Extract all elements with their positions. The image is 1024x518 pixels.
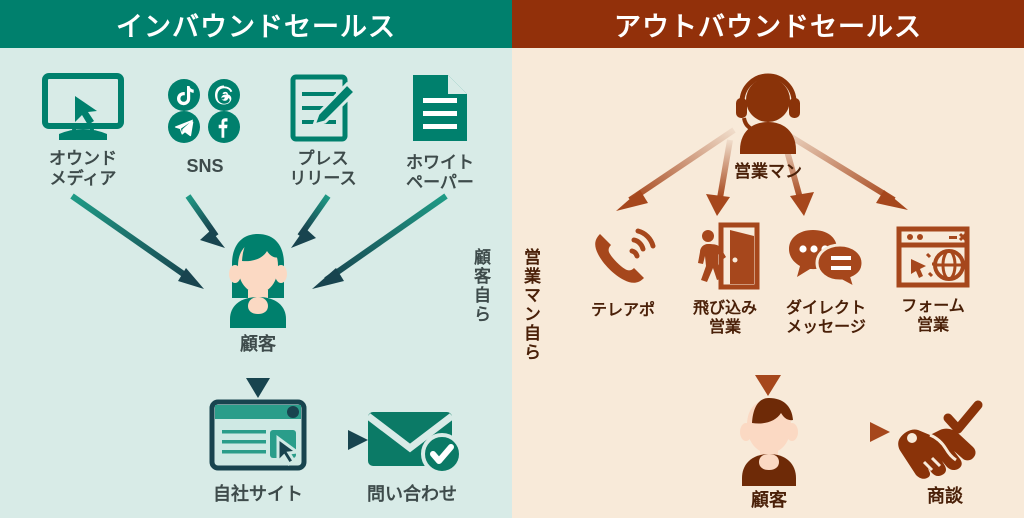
channel-label: SNS	[186, 156, 224, 176]
inbound-header: インバウンドセールス	[0, 0, 512, 48]
outcome-label: 商談	[927, 486, 963, 506]
arrow-method-to-customer	[755, 358, 781, 396]
outcome-inquiry: 問い合わせ	[352, 398, 472, 505]
customer-label: 顧客	[240, 334, 276, 354]
inbound-vertical-note: 顧客自ら	[471, 248, 490, 324]
method-door-sales: 飛び込み 営業	[672, 222, 778, 338]
envelope-check-icon	[362, 398, 463, 476]
inbound-panel: インバウンドセールス	[0, 0, 512, 518]
arrow-owned-media-to-customer	[70, 193, 204, 289]
channel-press-release: プレス リリース	[268, 72, 378, 189]
browser-window-icon	[208, 398, 308, 476]
monitor-cursor-icon	[41, 72, 125, 144]
method-form-sales: フォーム 営業	[880, 226, 986, 336]
channel-label: プレス リリース	[289, 149, 357, 189]
headset-agent-icon	[726, 68, 810, 154]
whitepaper-document-icon	[409, 72, 471, 144]
method-label: テレアポ	[590, 302, 655, 319]
document-pen-icon	[285, 72, 361, 144]
outcome-own-site: 自社サイト	[198, 398, 318, 505]
outbound-meeting: 商談	[890, 396, 1000, 507]
outbound-panel: アウトバウンドセールス	[512, 0, 1024, 518]
method-label: フォーム 営業	[901, 298, 965, 334]
outbound-customer: 顧客	[724, 396, 814, 511]
threads-icon	[208, 79, 240, 111]
outcome-label: 問い合わせ	[367, 484, 457, 504]
method-telapo: テレアポ	[570, 228, 676, 321]
outcome-label: 自社サイト	[213, 484, 303, 504]
speech-bubbles-icon	[786, 228, 866, 292]
phone-ringing-icon	[590, 228, 656, 290]
salesperson-label: 営業マン	[734, 162, 802, 181]
telegram-icon	[168, 111, 200, 143]
channel-whitepaper: ホワイト ペーパー	[385, 72, 495, 193]
facebook-icon	[208, 111, 240, 143]
outbound-header: アウトバウンドセールス	[512, 0, 1024, 48]
female-customer-icon	[212, 228, 304, 328]
channel-sns: SNS	[155, 78, 255, 177]
method-label: ダイレクト メッセージ	[785, 300, 866, 336]
handshake-check-icon	[896, 396, 994, 482]
channel-owned-media: オウンド メディア	[28, 72, 138, 189]
arrow-whitepaper-to-customer	[312, 193, 448, 289]
salesperson: 営業マン	[724, 68, 812, 182]
channel-label: ホワイト ペーパー	[406, 153, 474, 193]
arrow-customer-to-meeting	[838, 422, 890, 442]
method-label: 飛び込み 営業	[692, 300, 757, 336]
person-door-icon	[690, 222, 760, 292]
arrow-sales-to-telapo	[616, 127, 736, 211]
inbound-customer: 顧客	[208, 228, 308, 355]
tiktok-icon	[168, 79, 200, 111]
browser-globe-icon	[896, 226, 970, 288]
male-customer-icon	[726, 396, 812, 486]
social-networks-icon	[166, 78, 244, 144]
arrow-customer-to-site	[246, 355, 270, 398]
customer-label: 顧客	[751, 490, 787, 510]
outbound-vertical-note: 営業マン自ら	[521, 248, 540, 362]
method-direct-message: ダイレクト メッセージ	[770, 228, 882, 338]
channel-label: オウンド メディア	[49, 149, 117, 189]
